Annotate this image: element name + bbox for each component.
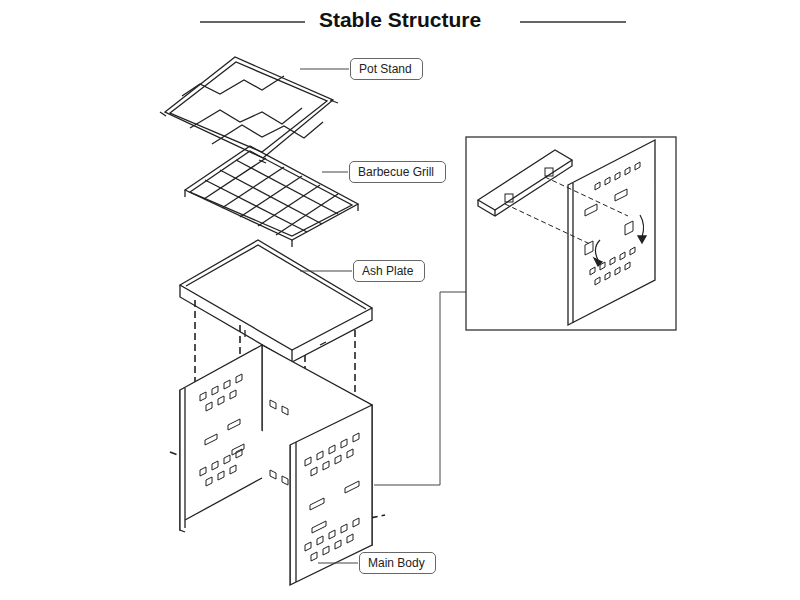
title-rule — [200, 21, 305, 22]
part-label: Barbecue Grill — [349, 161, 446, 183]
part-label: Pot Stand — [350, 58, 423, 80]
part-name: Ash Plate — [362, 264, 413, 278]
ash-plate-drawing — [180, 240, 372, 362]
part-label: Main Body — [359, 552, 436, 574]
part-name: Main Body — [368, 556, 425, 570]
inset-detail — [466, 137, 676, 330]
leader-line — [300, 69, 466, 563]
diagram-title: Stable Structure — [0, 8, 800, 32]
main-body-drawing — [180, 345, 372, 585]
barbecue-grill-drawing — [185, 146, 358, 247]
part-label: Ash Plate — [353, 260, 425, 282]
title-text: Stable Structure — [315, 8, 485, 31]
title-rule — [520, 21, 626, 22]
part-name: Pot Stand — [359, 62, 412, 76]
vent-holes — [200, 374, 359, 561]
part-name: Barbecue Grill — [358, 165, 434, 179]
